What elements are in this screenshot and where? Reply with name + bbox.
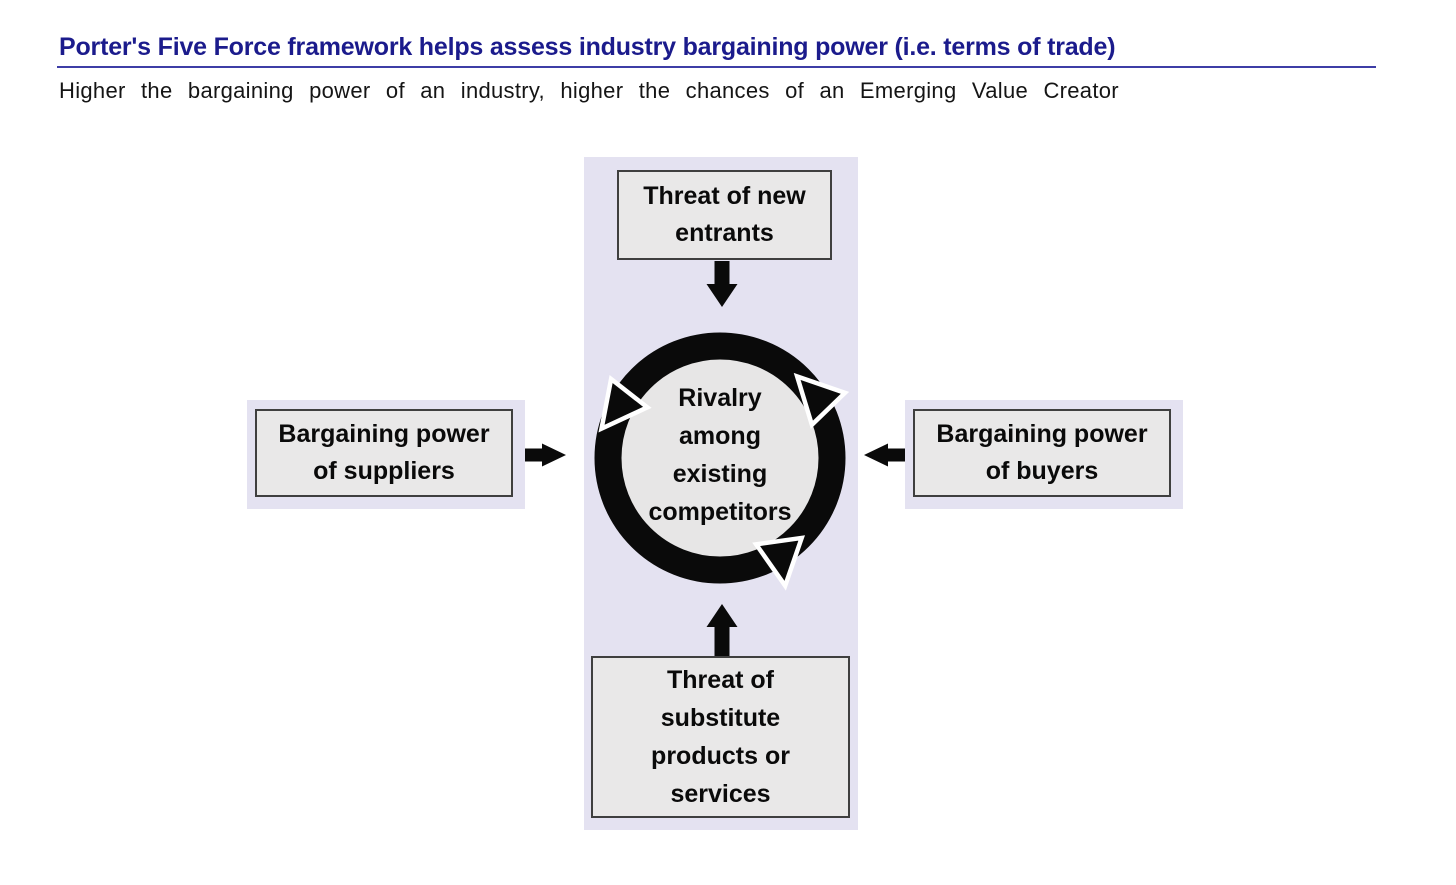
node-bargaining-power-of-suppliers: Bargaining power of suppliers	[255, 409, 513, 497]
title-underline	[57, 66, 1376, 68]
node-panel-suppliers: Bargaining power of suppliers	[247, 400, 525, 509]
node-threat-of-substitutes: Threat of substitute products or service…	[591, 656, 850, 818]
node-bargaining-power-of-buyers: Bargaining power of buyers	[913, 409, 1171, 497]
page-subtitle: Higher the bargaining power of an indust…	[59, 78, 1119, 103]
node-panel-buyers: Bargaining power of buyers	[905, 400, 1183, 509]
node-rivalry-label: Rivalry among existing competitors	[648, 384, 792, 526]
node-threat-of-new-entrants: Threat of new entrants	[617, 170, 832, 260]
page-title: Porter's Five Force framework helps asse…	[59, 33, 1116, 61]
